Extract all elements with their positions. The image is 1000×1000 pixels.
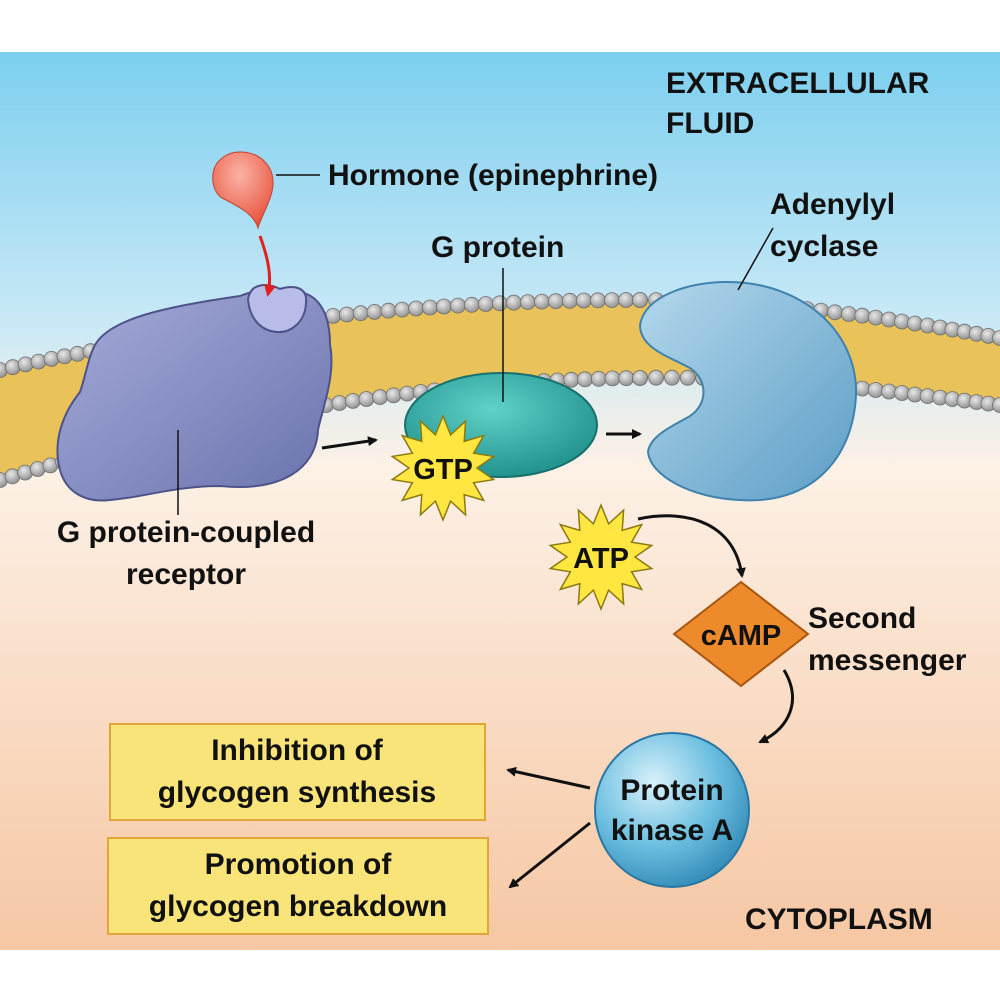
phospholipid-head xyxy=(563,371,580,388)
cyclase-leader-line xyxy=(737,227,774,291)
camp-diamond: cAMP xyxy=(672,580,810,688)
phospholipid-head xyxy=(992,397,1000,413)
phospholipid-head xyxy=(547,293,564,310)
phospholipid-head xyxy=(505,294,522,311)
protein-kinase-a xyxy=(594,732,750,888)
phospholipid-head xyxy=(632,292,648,308)
hormone-binding-arrow xyxy=(258,235,276,297)
phospholipid-head xyxy=(4,359,21,376)
second-messenger-label-line1: Second xyxy=(808,602,916,635)
camp-label: cAMP xyxy=(701,620,782,652)
phospholipid-head xyxy=(358,391,375,407)
kinase-to-promotion-arrow xyxy=(508,821,591,889)
receptor-label-line2: receptor xyxy=(126,558,246,591)
protein-kinase-a-label-line2: kinase A xyxy=(611,814,733,847)
phospholipid-head xyxy=(352,305,369,322)
phospholipid-head xyxy=(867,309,884,326)
phospholipid-head xyxy=(664,369,680,386)
phospholipid-head xyxy=(366,303,383,320)
phospholipid-head xyxy=(344,392,361,409)
phospholipid-head xyxy=(854,307,871,324)
outcome-box-promotion xyxy=(107,837,489,935)
outcome-inhibition-line1: Inhibition of xyxy=(211,734,384,767)
g-protein-label: G protein xyxy=(431,231,564,264)
outcome-inhibition-line2: glycogen synthesis xyxy=(158,776,436,809)
phospholipid-head xyxy=(519,294,536,311)
phospholipid-head xyxy=(338,306,355,323)
phospholipid-head xyxy=(331,395,348,411)
phospholipid-head xyxy=(992,330,1000,346)
phospholipid-head xyxy=(679,369,696,386)
gtp-label: GTP xyxy=(413,454,473,486)
receptor-to-gprotein-arrow xyxy=(321,436,378,450)
phospholipid-head xyxy=(648,369,664,386)
phospholipid-head xyxy=(577,371,593,388)
hormone-label: Hormone (epinephrine) xyxy=(328,159,658,192)
phospholipid-head xyxy=(435,298,452,315)
outcome-promotion-line1: Promotion of xyxy=(205,848,393,881)
outcome-box-inhibition xyxy=(109,723,486,821)
phospholipid-head xyxy=(604,370,621,387)
phospholipid-head xyxy=(69,345,86,362)
phospholipid-head xyxy=(575,292,592,309)
gtp-badge: GTP xyxy=(390,413,496,523)
phospholipid-head xyxy=(380,302,397,319)
camp-to-kinase-arrow xyxy=(758,669,794,744)
extracellular-label-line1: EXTRACELLULAR xyxy=(666,67,930,100)
phospholipid-head xyxy=(618,370,635,387)
adenylyl-cyclase-label-line2: cyclase xyxy=(770,230,878,263)
phospholipid-head xyxy=(463,296,480,313)
adenylyl-cyclase-label-line1: Adenylyl xyxy=(770,188,895,221)
phospholipid-head xyxy=(43,350,60,367)
adenylyl-cyclase xyxy=(638,280,858,502)
kinase-to-inhibition-arrow xyxy=(506,766,591,790)
phospholipid-head xyxy=(561,292,578,309)
phospholipid-head xyxy=(491,295,508,312)
phospholipid-head xyxy=(449,297,466,314)
phospholipid-head xyxy=(372,389,388,406)
phospholipid-head xyxy=(394,301,411,318)
phospholipid-head xyxy=(590,370,607,387)
phospholipid-head xyxy=(408,300,425,317)
atp-badge: ATP xyxy=(548,502,654,612)
phospholipid-head xyxy=(385,387,402,404)
cytoplasm-label: CYTOPLASM xyxy=(745,903,933,936)
phospholipid-head xyxy=(840,306,857,322)
second-messenger-label-line2: messenger xyxy=(808,644,967,677)
phospholipid-head xyxy=(881,311,897,328)
phospholipid-head xyxy=(30,353,47,370)
phospholipid-head xyxy=(56,348,73,365)
phospholipid-head xyxy=(618,292,634,308)
phospholipid-head xyxy=(17,356,34,373)
receptor-label-line1: G protein-coupled xyxy=(57,516,315,549)
phospholipid-head xyxy=(422,299,438,316)
phospholipid-head xyxy=(632,370,648,386)
atp-to-camp-arrow xyxy=(637,514,746,578)
phospholipid-head xyxy=(533,293,550,310)
extracellular-label-line2: FLUID xyxy=(666,107,754,140)
atp-label: ATP xyxy=(573,543,629,575)
phospholipid-head xyxy=(854,380,871,397)
outcome-promotion-line2: glycogen breakdown xyxy=(149,890,447,923)
phospholipid-head xyxy=(604,292,620,309)
phospholipid-head xyxy=(867,382,884,398)
protein-kinase-a-label-line1: Protein xyxy=(620,774,723,807)
phospholipid-head xyxy=(399,385,416,402)
phospholipid-head xyxy=(590,292,606,309)
hormone-molecule xyxy=(212,151,274,230)
phospholipid-head xyxy=(477,296,494,312)
phospholipid-head xyxy=(827,304,843,321)
phospholipid-head xyxy=(894,313,910,330)
